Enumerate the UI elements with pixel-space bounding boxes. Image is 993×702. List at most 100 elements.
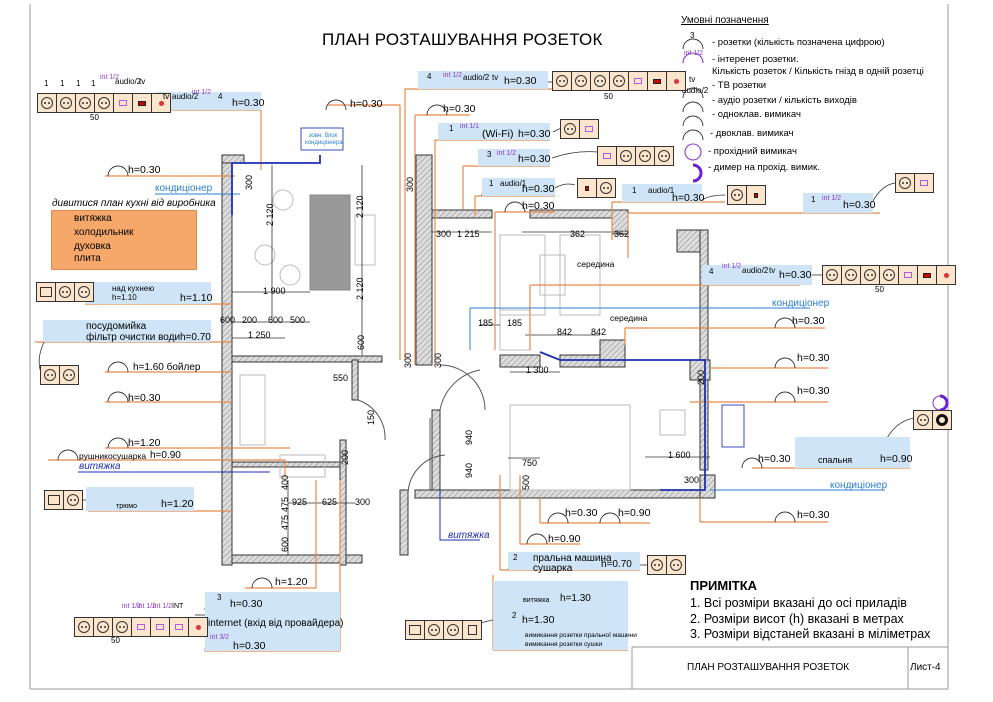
ac-pipes	[231, 155, 706, 491]
internet-socket-icon	[169, 617, 189, 637]
boiler-label: h=1.60 бойлер	[133, 362, 201, 373]
socket-icon	[913, 410, 933, 430]
height-label: h=0.30	[443, 103, 476, 115]
switch-icon	[36, 282, 56, 302]
internet-socket-icon	[597, 146, 617, 166]
height-label: h=0.30	[518, 153, 551, 165]
count-label: 3	[487, 150, 492, 159]
dimension-label: 300	[244, 174, 254, 190]
audio-socket-icon	[917, 265, 937, 285]
socket-arc	[741, 457, 763, 469]
dimension-label: 300	[403, 352, 413, 368]
socket-icon	[666, 555, 686, 575]
socket-icon	[55, 282, 75, 302]
height-label: h=0.30	[797, 509, 830, 521]
water-filter-label: фільтр очистки води	[86, 332, 181, 343]
stamp-sheet-number: Лист-4	[910, 662, 941, 673]
legend-item-audio: - аудіо розетки / кількість виходів	[712, 95, 857, 106]
label-box	[43, 320, 211, 342]
height-label: h=0.70	[180, 332, 211, 343]
hood-label: витяжка	[448, 530, 490, 541]
kitchen-item: витяжка	[74, 213, 112, 224]
dimension-label: 600	[280, 536, 290, 552]
count-label: 1	[76, 79, 81, 88]
count-label: 4	[218, 92, 223, 101]
socket-icon	[63, 490, 83, 510]
socket-strip-int-3	[597, 146, 674, 166]
dimension-label: 1 250	[248, 330, 271, 340]
socket-icon	[443, 620, 463, 640]
count-label: int 1/1	[460, 123, 480, 130]
height-label: h=1.20	[275, 576, 308, 588]
socket-strip-audio-2	[727, 185, 766, 205]
hood-label: витяжка	[79, 461, 121, 472]
socket-icon	[560, 119, 580, 139]
count-label: 1	[60, 79, 65, 88]
ac-label: кондиціонер	[772, 298, 830, 309]
ac-label: кондиціонер	[155, 183, 213, 194]
doors	[357, 364, 486, 496]
legend-item-single-switch: - одноклав. вимикач	[712, 109, 801, 120]
socket-arc	[774, 317, 796, 329]
count-label: int 3/2	[210, 634, 230, 641]
socket-icon	[609, 71, 629, 91]
dimension-label: 185	[507, 318, 523, 328]
legend-item-internet: - інтеренет розетки.	[712, 54, 799, 65]
height-label: h=0.90	[618, 507, 651, 519]
dimmer-icon	[932, 410, 952, 430]
height-label: h=0.30	[128, 392, 161, 404]
kitchen-item: духовка	[74, 241, 111, 252]
dimension-label: 550	[333, 373, 349, 383]
label-box	[418, 71, 548, 89]
bedroom-label: спальня	[818, 455, 853, 465]
count-label: INT	[172, 603, 184, 610]
height-label: h=0.30	[522, 183, 555, 195]
height-label: h=1.20	[161, 498, 194, 510]
legend-tv-arc	[682, 87, 704, 99]
dimension-label: 750	[522, 458, 538, 468]
height-label: h=0.90	[150, 450, 181, 461]
count-label: 3	[217, 593, 222, 602]
dimension-label: 925	[292, 497, 308, 507]
dimension-label: 300	[355, 497, 371, 507]
socket-arc	[107, 361, 129, 373]
dimension-label: 400	[280, 474, 290, 490]
middle-label: середина	[610, 313, 648, 323]
label-box	[702, 265, 812, 285]
dimension-label: 300	[433, 352, 443, 368]
socket-arc	[774, 357, 796, 369]
kitchen-note: дивитися план кухні від виробника	[52, 198, 216, 209]
internet-socket-icon	[914, 173, 934, 193]
socket-strip-top-center	[552, 71, 686, 91]
walls	[221, 154, 716, 566]
label-box	[438, 123, 550, 140]
dimension-label: 600	[220, 315, 236, 325]
height-label: h=0.90	[880, 453, 913, 465]
height-label: h=1.10	[180, 292, 213, 304]
socket-icon	[56, 93, 76, 113]
over-kitchen-label: над кухнею	[112, 284, 155, 293]
legend-switch-arc	[682, 115, 704, 127]
kitchen-item: плита	[74, 253, 101, 264]
socket-icon	[59, 365, 79, 385]
dimension-lines	[232, 165, 710, 555]
dimension-label: 600	[356, 334, 366, 350]
count-label: audio/2	[463, 73, 490, 82]
socket-icon	[590, 71, 610, 91]
audio-socket-icon	[132, 93, 152, 113]
socket-arc	[107, 437, 129, 449]
audio-socket-icon	[577, 178, 597, 198]
label-box	[478, 149, 550, 166]
dryer-switch-label: вимикання розетки сушки	[525, 641, 603, 648]
legend-item-sockets: - розетки (кількість позначена цифрою)	[712, 37, 885, 48]
count-label: int 1/2	[722, 263, 742, 270]
socket-icon	[40, 365, 60, 385]
legend-item-internet-note: Кількість розеток / Кількість гнізд в од…	[712, 66, 924, 77]
socket-icon	[635, 146, 655, 166]
count-label: audio/2	[172, 92, 199, 101]
legend-socket-arc	[682, 38, 704, 50]
label-box	[803, 193, 873, 213]
height-label: h=1.20	[128, 437, 161, 449]
dimension-label: 200	[242, 315, 258, 325]
